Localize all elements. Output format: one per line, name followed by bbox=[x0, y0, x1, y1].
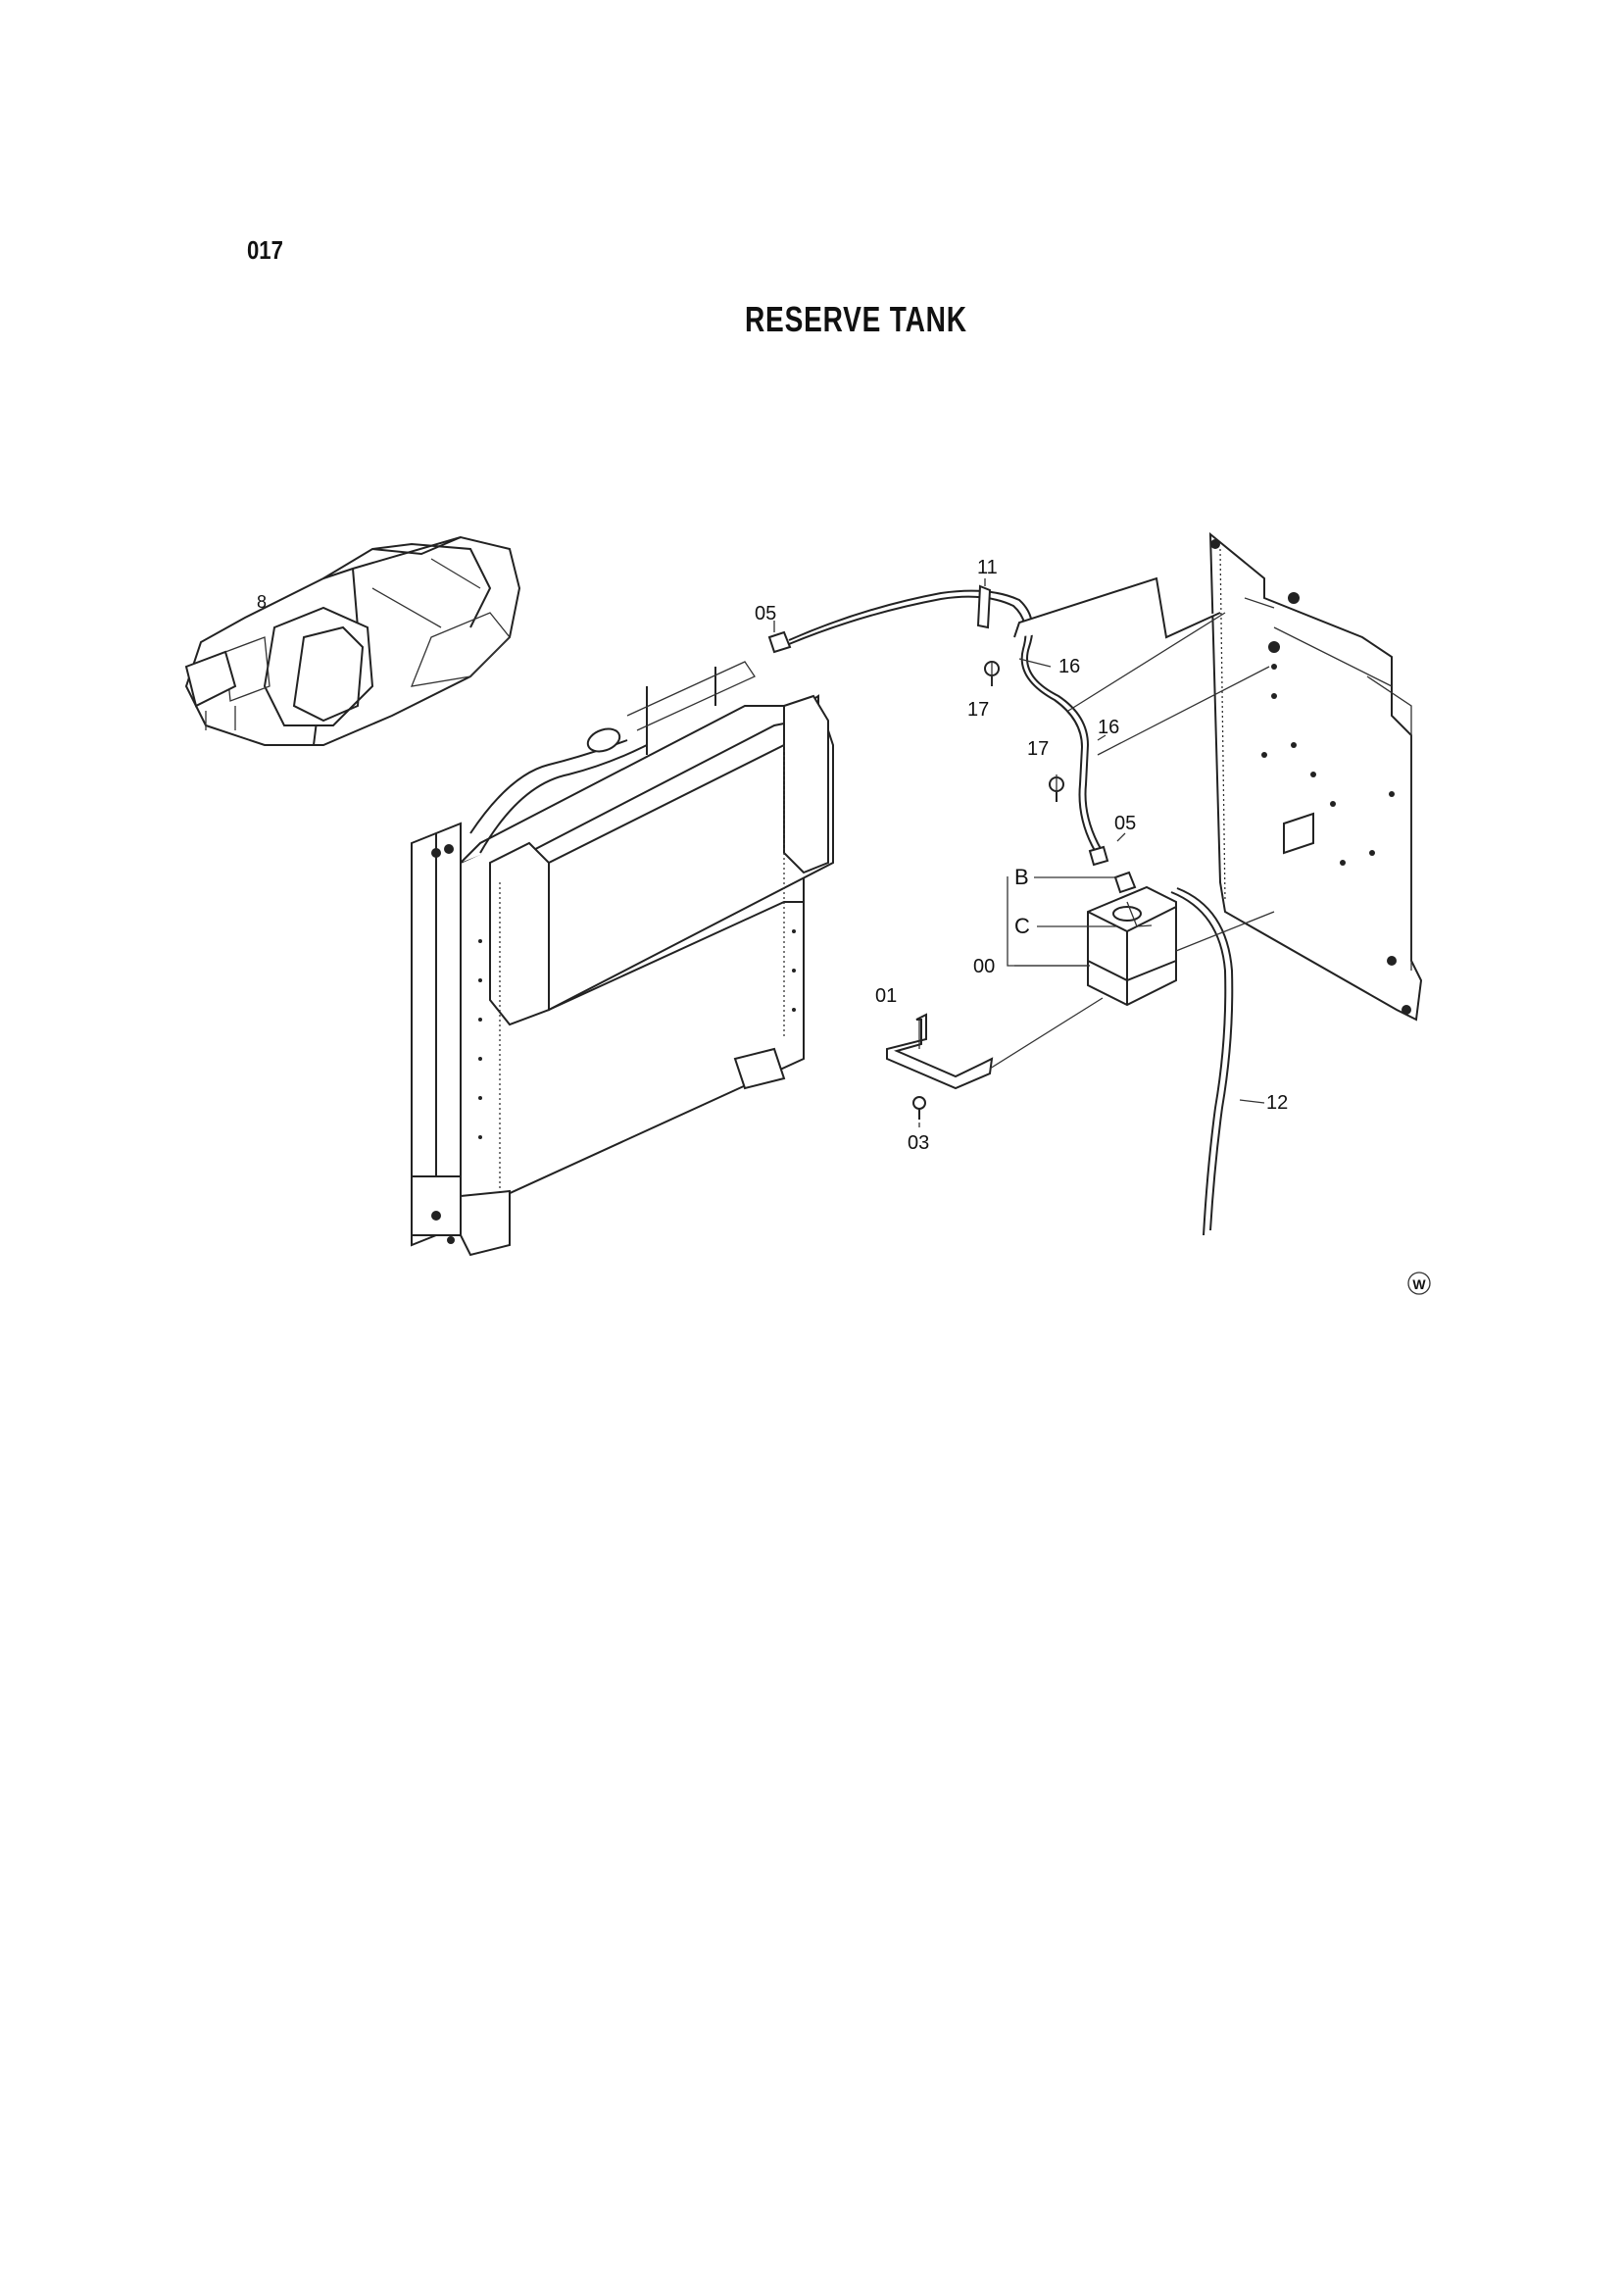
callout-05-top: 05 bbox=[755, 603, 776, 624]
callout-16-mid: 16 bbox=[1098, 717, 1119, 738]
callout-01: 01 bbox=[875, 985, 897, 1007]
overflow-hose-illustration bbox=[767, 584, 1109, 867]
leader-lines bbox=[773, 578, 1275, 1127]
radiator-hole-dots bbox=[478, 929, 796, 1139]
callout-16-top: 16 bbox=[1058, 656, 1080, 677]
overview-marker-text: 8 bbox=[257, 592, 267, 612]
callout-b: B bbox=[1014, 865, 1029, 889]
reserve-tank-illustration bbox=[1087, 871, 1177, 1007]
w-corner-mark-text: W bbox=[1412, 1276, 1426, 1292]
callout-17-top: 17 bbox=[967, 699, 989, 721]
drain-hose-illustration-edge bbox=[1176, 887, 1234, 1231]
callout-12: 12 bbox=[1266, 1092, 1288, 1114]
machine-overview-illustration: 8 bbox=[184, 535, 521, 746]
radiator-assembly-illustration bbox=[411, 661, 834, 1257]
callout-00: 00 bbox=[973, 956, 995, 977]
mounting-panel-illustration bbox=[1013, 531, 1423, 1022]
callout-17-mid: 17 bbox=[1027, 738, 1049, 760]
panel-hole-dots bbox=[1210, 539, 1411, 1015]
callout-03: 03 bbox=[908, 1132, 929, 1154]
callout-c: C bbox=[1014, 914, 1030, 938]
page-code: 017 bbox=[247, 235, 283, 265]
drain-hose-illustration bbox=[1170, 891, 1227, 1236]
w-corner-mark: W bbox=[1407, 1272, 1431, 1295]
tank-bracket-illustration bbox=[886, 1013, 994, 1120]
callout-05-mid: 05 bbox=[1114, 813, 1136, 834]
page-title: RESERVE TANK bbox=[745, 299, 967, 339]
callout-11: 11 bbox=[977, 557, 998, 578]
